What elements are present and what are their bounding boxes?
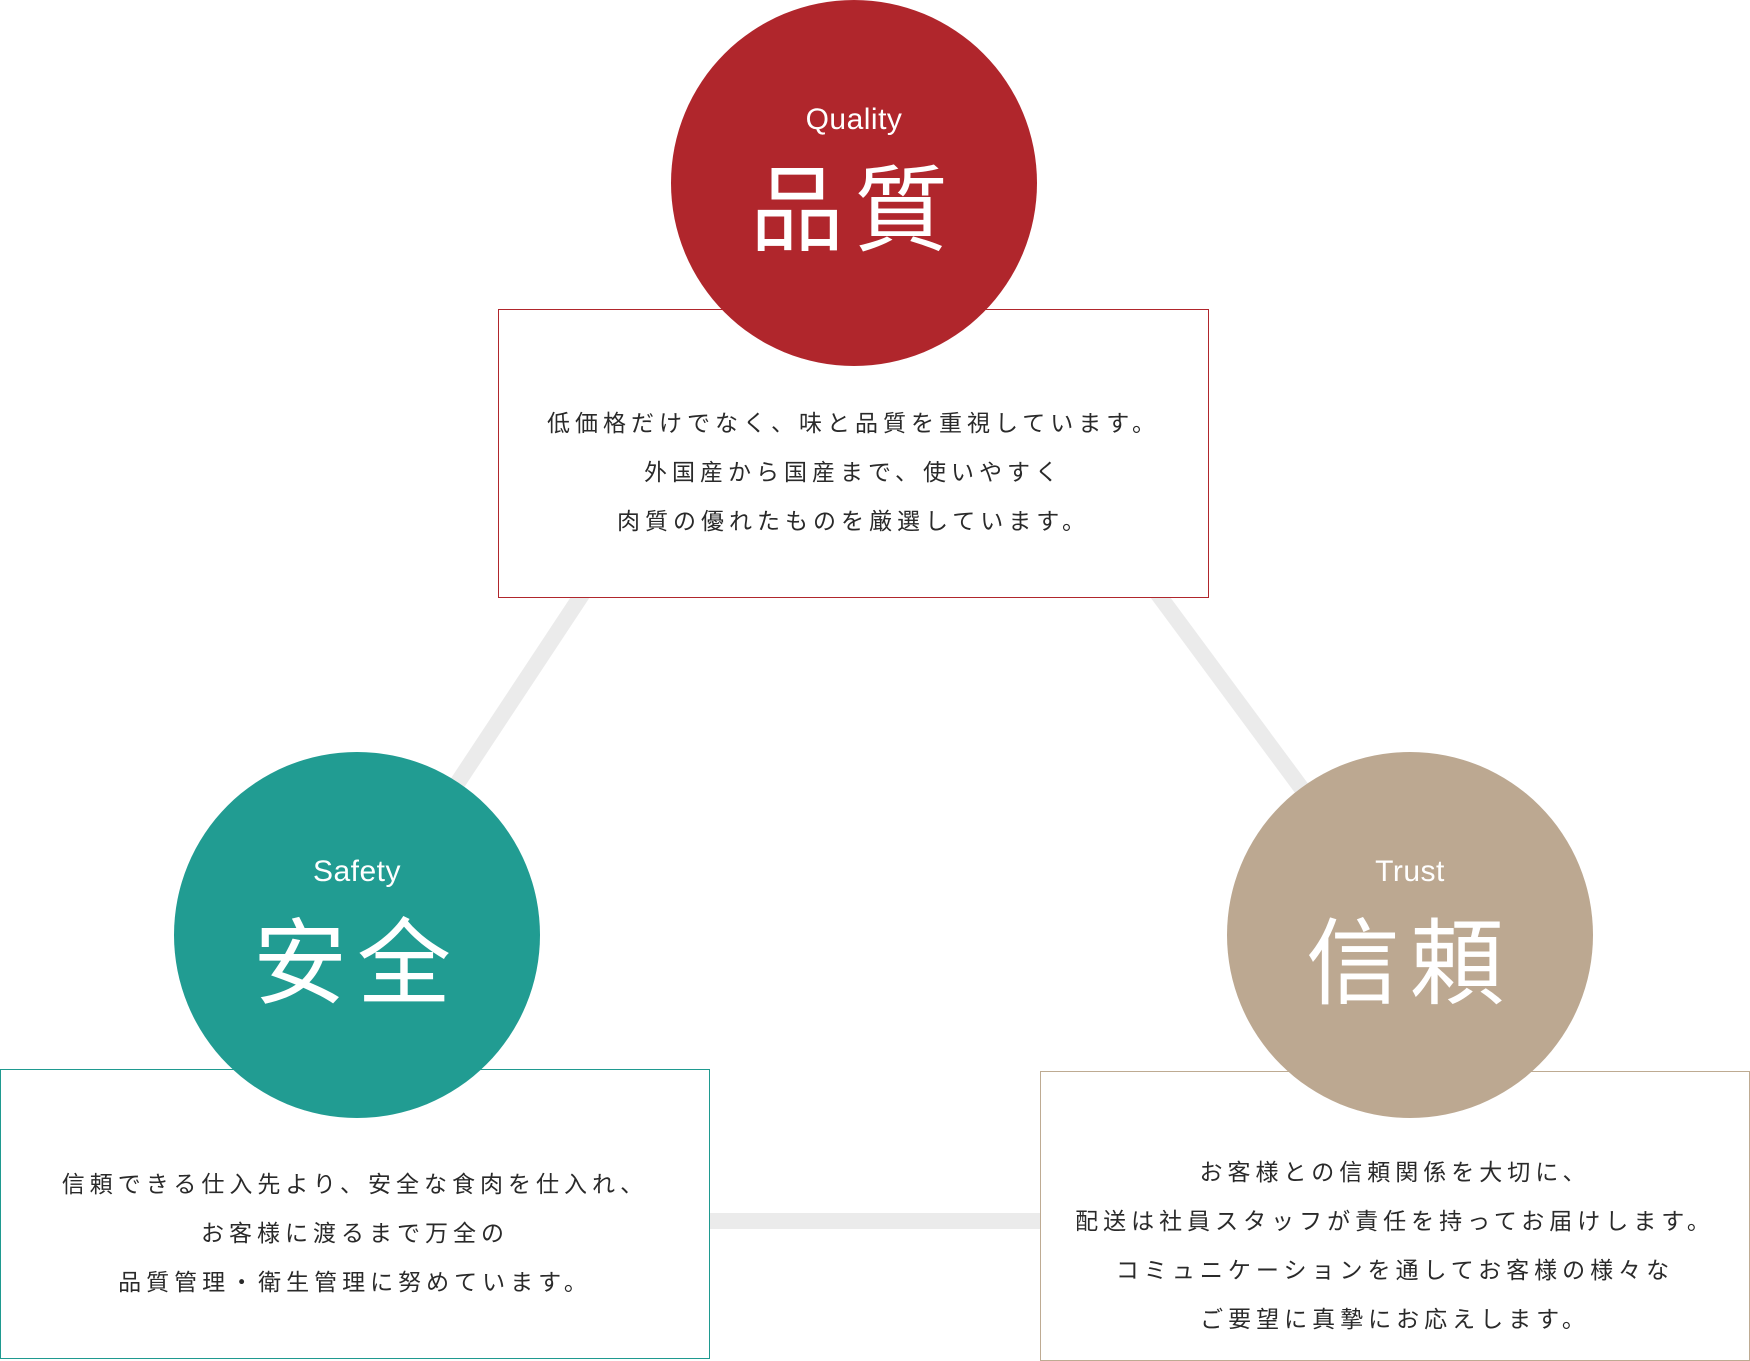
quality-english-label: Quality: [805, 103, 903, 136]
safety-line: 信頼できる仕入先より、安全な食肉を仕入れ、: [61, 1171, 649, 1198]
trust-description: お客様との信頼関係を大切に、 配送は社員スタッフが責任を持ってお届けします。 コ…: [1075, 1149, 1715, 1345]
quality-circle: Quality 品質: [671, 0, 1037, 366]
trust-line: コミュニケーションを通してお客様の様々な: [1115, 1258, 1675, 1284]
quality-line: 肉質の優れたものを厳選しています。: [616, 509, 1090, 535]
safety-japanese-label: 安全: [252, 910, 461, 1019]
trust-circle: Trust 信頼: [1227, 752, 1593, 1118]
safety-circle: Safety 安全: [174, 752, 540, 1118]
safety-english-label: Safety: [312, 855, 402, 888]
quality-line: 低価格だけでなく、味と品質を重視しています。: [546, 411, 1160, 437]
trust-line: お客様との信頼関係を大切に、: [1199, 1160, 1591, 1186]
trust-line: 配送は社員スタッフが責任を持ってお届けします。: [1075, 1209, 1715, 1235]
safety-description: 信頼できる仕入先より、安全な食肉を仕入れ、 お客様に渡るまで万全の 品質管理・衛…: [62, 1161, 648, 1308]
trust-line: ご要望に真摯にお応えします。: [1200, 1307, 1590, 1333]
trust-japanese-label: 信頼: [1305, 910, 1514, 1019]
quality-description: 低価格だけでなく、味と品質を重視しています。 外国産から国産まで、使いやすく 肉…: [547, 400, 1160, 547]
trust-english-label: Trust: [1375, 855, 1445, 888]
safety-line: お客様に渡るまで万全の: [200, 1220, 509, 1247]
quality-line: 外国産から国産まで、使いやすく: [643, 460, 1064, 486]
quality-japanese-label: 品質: [749, 157, 958, 266]
safety-line: 品質管理・衛生管理に努めています。: [118, 1269, 592, 1296]
trust-description-box: お客様との信頼関係を大切に、 配送は社員スタッフが責任を持ってお届けします。 コ…: [1040, 1071, 1750, 1361]
